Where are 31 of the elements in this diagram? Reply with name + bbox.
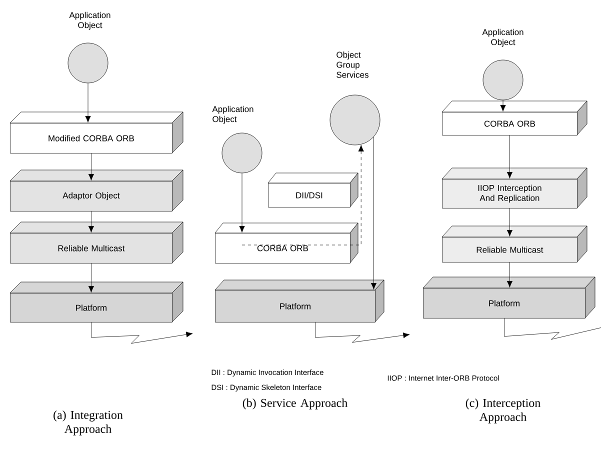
caption: (a) Integration Approach [54, 410, 123, 436]
arrow [500, 100, 506, 112]
layer-box: Reliable Multicast [442, 226, 588, 262]
arrow [370, 136, 377, 290]
node-label: Application Object [69, 12, 110, 30]
arrow [85, 83, 91, 122]
arrow [242, 144, 364, 246]
layer-box: Platform [422, 276, 596, 318]
layer-box: Reliable Multicast [10, 222, 184, 264]
layer-box: Modified CORBA ORB [10, 112, 184, 154]
layer-box: DII/DSI [268, 172, 358, 208]
node-label: Object Group Services [336, 52, 368, 78]
arrow [506, 135, 513, 178]
arrow [506, 262, 513, 288]
layer-box: Adaptor Object [10, 170, 184, 212]
layer-box: Platform [214, 280, 384, 322]
caption: (c) Interception Approach [466, 398, 540, 424]
node-label: Application Object [212, 106, 254, 124]
zigzag-arrow [315, 322, 410, 343]
zigzag-arrow [91, 322, 193, 344]
layer-box: Platform [10, 282, 184, 322]
node-label: Application Object [482, 28, 524, 47]
layer-box: CORBA ORB [442, 100, 588, 136]
arrow [88, 211, 94, 232]
caption: (b) Service Approach [242, 398, 348, 410]
arrow [239, 173, 245, 232]
arrow [506, 208, 513, 236]
arrow [88, 153, 94, 180]
arrow [88, 263, 94, 292]
layer-box: IIOP Interception And Replication [442, 168, 588, 208]
layer-box: CORBA ORB [214, 222, 358, 264]
